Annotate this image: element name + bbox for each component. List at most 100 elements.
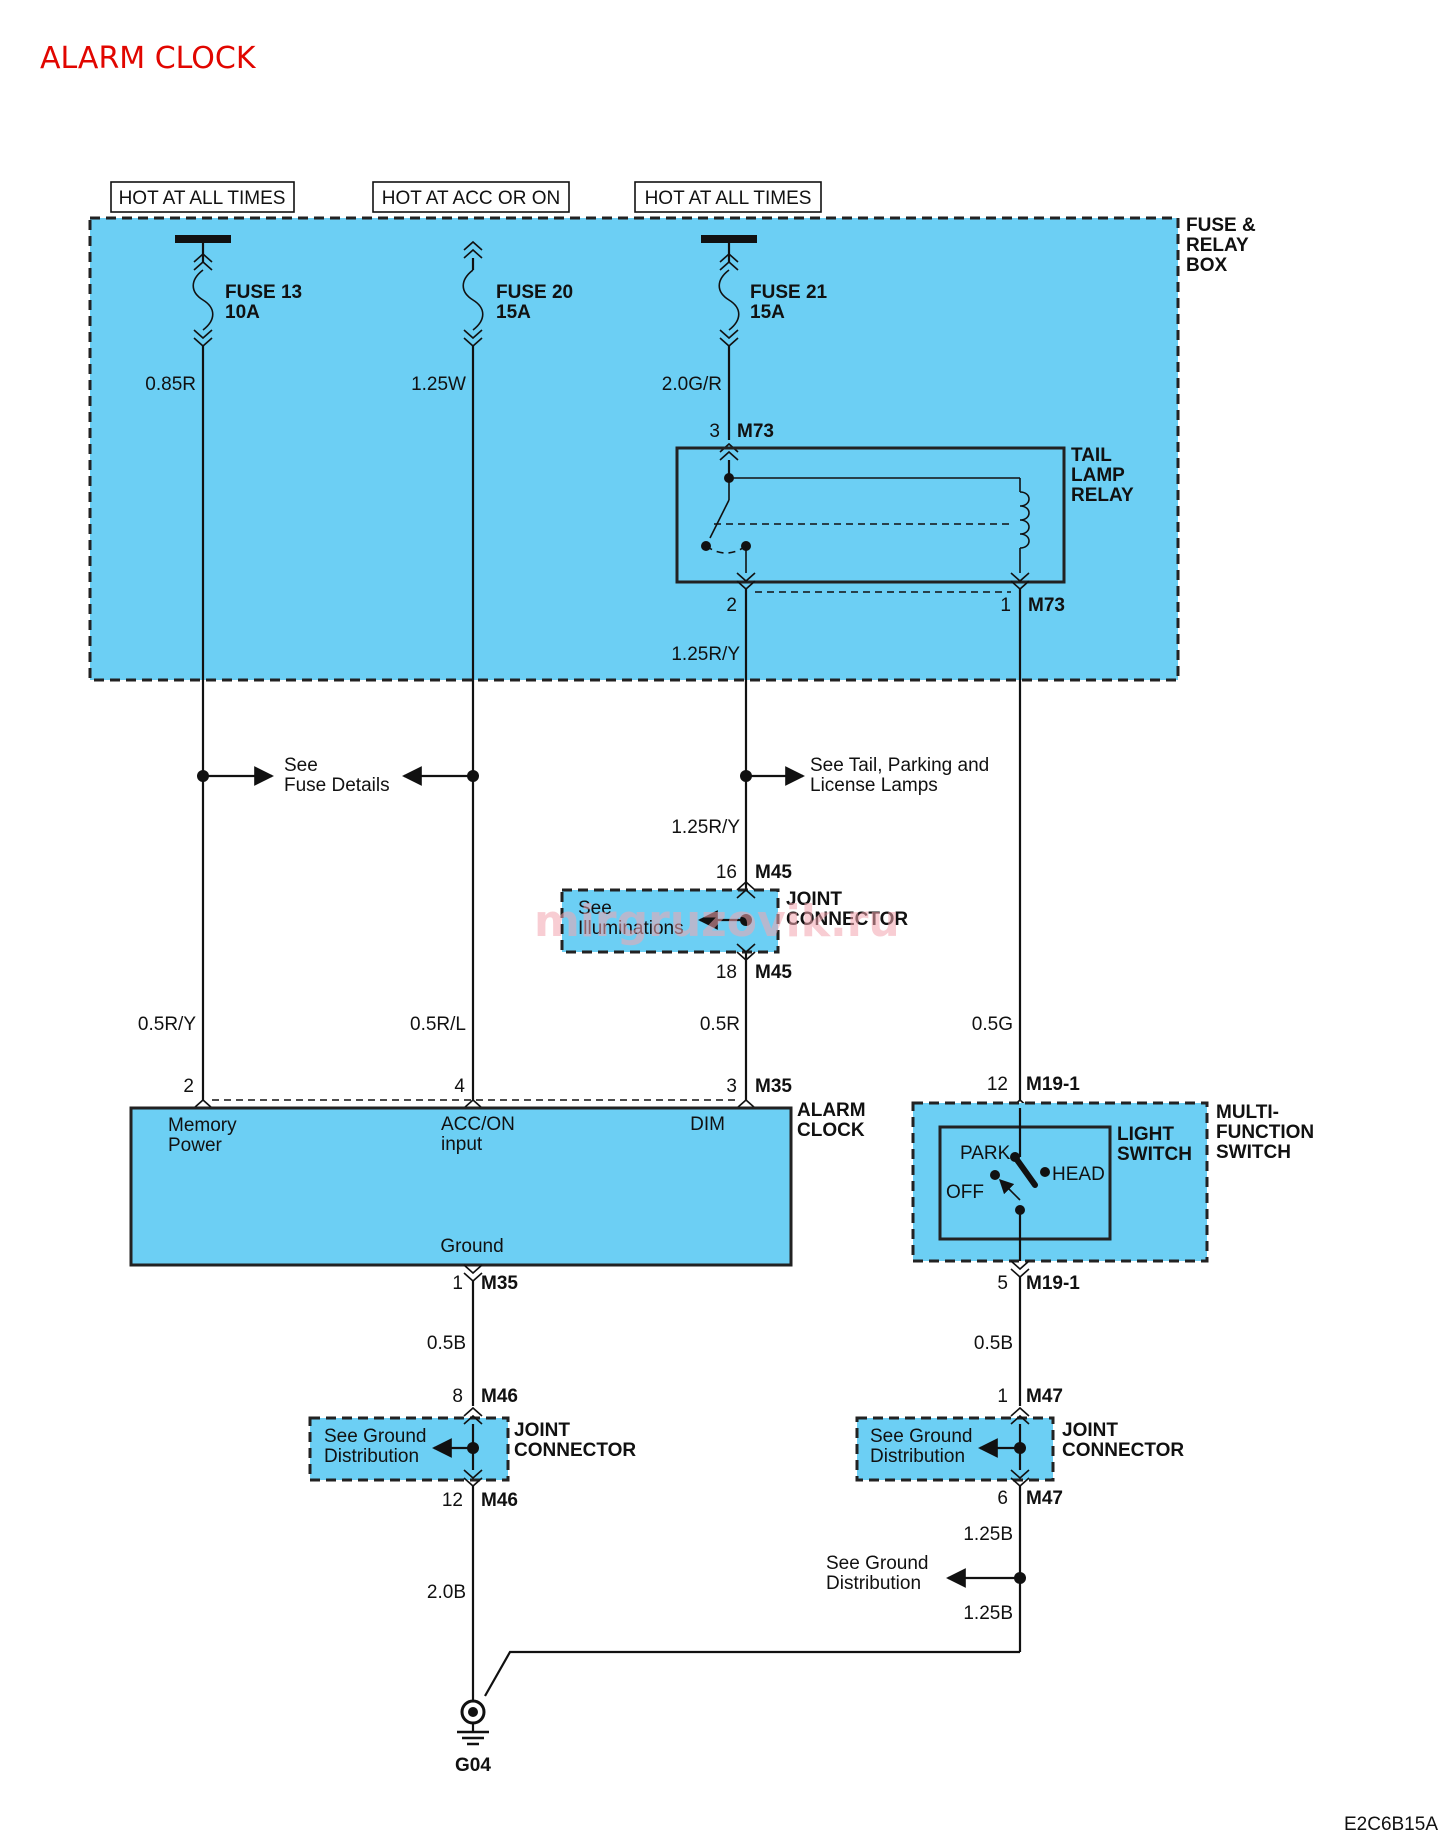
svg-text:LIGHT: LIGHT (1117, 1124, 1174, 1145)
fuse-13: FUSE 13 10A (192, 243, 302, 348)
diagram-code: E2C6B15A (1344, 1814, 1438, 1835)
svg-text:M45: M45 (755, 962, 792, 983)
svg-text:6: 6 (997, 1488, 1008, 1509)
svg-text:M19-1: M19-1 (1026, 1074, 1080, 1095)
svg-text:SWITCH: SWITCH (1216, 1142, 1291, 1163)
svg-text:License Lamps: License Lamps (810, 775, 938, 796)
svg-text:CONNECTOR: CONNECTOR (786, 909, 908, 930)
wire-label-125b-1: 1.25B (963, 1524, 1013, 1545)
svg-text:FUSE &: FUSE & (1186, 215, 1256, 236)
svg-text:See: See (284, 755, 318, 776)
svg-text:M73: M73 (737, 421, 774, 442)
svg-text:4: 4 (454, 1076, 465, 1097)
svg-text:HEAD: HEAD (1052, 1164, 1105, 1185)
wire-label-05b-right: 0.5B (974, 1333, 1013, 1354)
svg-text:M19-1: M19-1 (1026, 1273, 1080, 1294)
svg-text:CONNECTOR: CONNECTOR (1062, 1440, 1184, 1461)
svg-text:HOT AT ALL TIMES: HOT AT ALL TIMES (119, 188, 286, 209)
svg-text:Power: Power (168, 1135, 223, 1156)
svg-text:ACC/ON: ACC/ON (441, 1114, 515, 1135)
wire-label-085r: 0.85R (145, 374, 196, 395)
svg-text:12: 12 (987, 1074, 1008, 1095)
svg-text:MULTI-: MULTI- (1216, 1102, 1279, 1123)
wire-label-125ry-2: 1.25R/Y (671, 817, 740, 838)
svg-text:Illuminations: Illuminations (578, 918, 684, 939)
svg-text:Distribution: Distribution (870, 1446, 965, 1467)
svg-text:8: 8 (452, 1386, 463, 1407)
svg-text:CLOCK: CLOCK (797, 1120, 865, 1141)
svg-text:input: input (441, 1134, 483, 1155)
alarm-clock: 2 4 3 M35 Memory Power ACC/ON input DIM … (129, 1076, 866, 1294)
svg-text:HOT AT ALL TIMES: HOT AT ALL TIMES (645, 188, 812, 209)
svg-text:Fuse Details: Fuse Details (284, 775, 390, 796)
svg-text:Memory: Memory (168, 1115, 237, 1136)
tail-lamp-relay: 3 M73 2 1 M73 TAIL LAMP RELAY (675, 421, 1134, 616)
svg-text:Distribution: Distribution (324, 1446, 419, 1467)
svg-text:M47: M47 (1026, 1386, 1063, 1407)
svg-text:LAMP: LAMP (1071, 465, 1125, 486)
fuse-21-rating: 15A (750, 302, 785, 323)
svg-text:M45: M45 (755, 862, 792, 883)
wire-label-125w: 1.25W (411, 374, 466, 395)
svg-text:1: 1 (997, 1386, 1008, 1407)
svg-text:RELAY: RELAY (1186, 235, 1249, 256)
svg-text:See Ground: See Ground (870, 1426, 972, 1447)
power-label-2: HOT AT ACC OR ON (372, 181, 570, 213)
svg-text:M35: M35 (755, 1076, 792, 1097)
svg-text:2: 2 (183, 1076, 194, 1097)
svg-text:JOINT: JOINT (786, 889, 842, 910)
power-label-1: HOT AT ALL TIMES (110, 181, 295, 213)
svg-text:Ground: Ground (440, 1236, 503, 1257)
wire-label-05r: 0.5R (700, 1014, 740, 1035)
wire-label-05g: 0.5G (972, 1014, 1013, 1035)
svg-text:16: 16 (716, 862, 737, 883)
svg-text:M47: M47 (1026, 1488, 1063, 1509)
wire-label-05rl: 0.5R/L (410, 1014, 466, 1035)
svg-text:SWITCH: SWITCH (1117, 1144, 1192, 1165)
wire-ground-join (484, 1650, 1020, 1697)
fuse-21-name: FUSE 21 (750, 282, 828, 303)
svg-text:BOX: BOX (1186, 255, 1228, 276)
svg-text:3: 3 (726, 1076, 737, 1097)
svg-text:Distribution: Distribution (826, 1573, 921, 1594)
svg-text:M46: M46 (481, 1490, 518, 1511)
svg-text:ALARM: ALARM (797, 1100, 866, 1121)
wire-label-125ry-1: 1.25R/Y (671, 644, 740, 665)
svg-text:HOT AT ACC OR ON: HOT AT ACC OR ON (382, 188, 560, 209)
fuse-20-name: FUSE 20 (496, 282, 573, 303)
svg-text:See Ground: See Ground (826, 1553, 928, 1574)
svg-text:5: 5 (997, 1273, 1008, 1294)
watermark: mirgruzovik.ru (534, 896, 900, 947)
splice-tail-lamps: See Tail, Parking and License Lamps (740, 755, 989, 796)
fuse-relay-box-label: FUSE & RELAY BOX (1186, 215, 1256, 276)
fuse-20-rating: 15A (496, 302, 531, 323)
svg-text:M35: M35 (481, 1273, 518, 1294)
multi-function-switch: 12 M19-1 PARK HEAD OFF LIGHT SWITCH MULT… (911, 1074, 1314, 1294)
splice-ground-distribution: See Ground Distribution (826, 1553, 1026, 1594)
svg-text:See Ground: See Ground (324, 1426, 426, 1447)
diagram-title: ALARM CLOCK (40, 41, 257, 76)
splice-fuse-details: See Fuse Details (197, 755, 479, 796)
svg-text:See: See (578, 898, 612, 919)
svg-text:JOINT: JOINT (514, 1420, 570, 1441)
svg-text:CONNECTOR: CONNECTOR (514, 1440, 636, 1461)
joint-connector-m45: 16 M45 See Illuminations JOINT CONNECTOR… (560, 862, 908, 983)
power-label-3: HOT AT ALL TIMES (634, 181, 822, 213)
svg-text:M73: M73 (1028, 595, 1065, 616)
svg-text:12: 12 (442, 1490, 463, 1511)
svg-text:JOINT: JOINT (1062, 1420, 1118, 1441)
svg-text:DIM: DIM (690, 1114, 725, 1135)
svg-text:3: 3 (709, 421, 720, 442)
svg-text:18: 18 (716, 962, 737, 983)
bus-bar-1 (175, 235, 231, 243)
joint-connector-m47: 1 M47 See Ground Distribution JOINT CONN… (855, 1386, 1184, 1509)
wire-label-20b: 2.0B (427, 1582, 466, 1603)
wire-label-125b-2: 1.25B (963, 1603, 1013, 1624)
wire-label-05ry: 0.5R/Y (138, 1014, 196, 1035)
ground-point-label: G04 (455, 1755, 491, 1776)
svg-text:FUNCTION: FUNCTION (1216, 1122, 1314, 1143)
joint-connector-m46: 8 M46 See Ground Distribution JOINT CONN… (308, 1386, 636, 1511)
fuse-13-name: FUSE 13 (225, 282, 302, 303)
svg-text:1: 1 (1000, 595, 1011, 616)
